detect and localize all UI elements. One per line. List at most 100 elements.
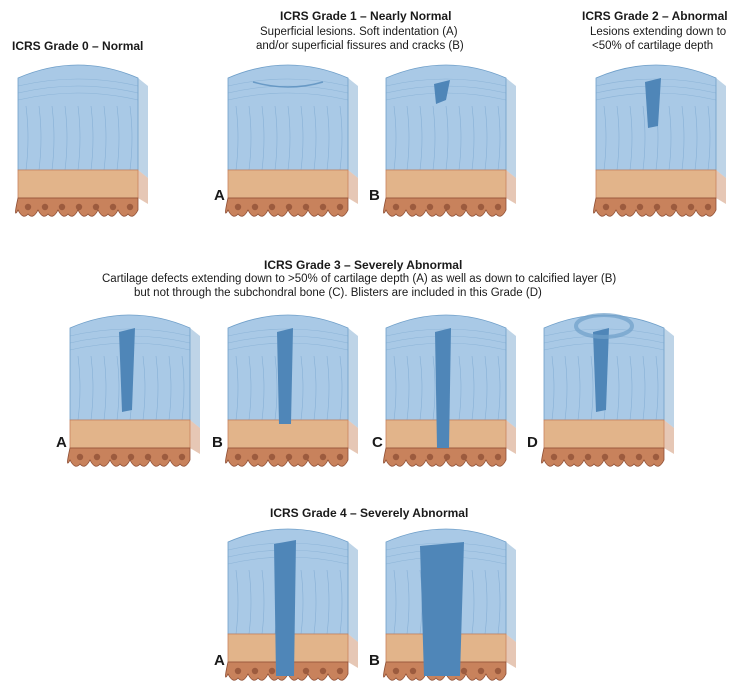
cartilage-fibre: [471, 569, 475, 635]
cartilage-fibre: [393, 355, 397, 421]
grade3-label-d: D: [527, 434, 538, 451]
bone-pore: [251, 203, 259, 211]
bone-pore: [302, 453, 310, 461]
cartilage-fibre: [103, 105, 107, 171]
bone-pore: [494, 203, 502, 211]
grade4-label-b: B: [369, 652, 380, 669]
surface-line: [17, 85, 139, 94]
bone-pore: [302, 203, 310, 211]
cartilage-fibre: [393, 105, 397, 171]
wide-full-thickness-defect: [420, 542, 464, 676]
bone-pore: [58, 203, 66, 211]
cartilage-fibre: [274, 105, 278, 171]
surface-line: [227, 78, 349, 87]
bone-pore: [319, 203, 327, 211]
cartilage-layer: [385, 64, 507, 171]
bone-pore: [443, 453, 451, 461]
bone-pore: [409, 453, 417, 461]
bone-pore: [251, 453, 259, 461]
bone-pore: [477, 667, 485, 675]
cartilage-fibre: [484, 569, 488, 635]
grade3c-block: [383, 314, 516, 467]
bone-pore: [494, 667, 502, 675]
full-thickness-defect: [274, 540, 296, 676]
bone-pore: [567, 453, 575, 461]
bone-pore: [601, 453, 609, 461]
cartilage-fibre: [458, 105, 462, 171]
cartilage-fibre: [445, 105, 449, 171]
bone-pore: [234, 203, 242, 211]
cartilage-fibre: [432, 105, 436, 171]
bone-pore: [75, 203, 83, 211]
calcified-layer: [543, 419, 665, 449]
calcified-side: [348, 420, 358, 454]
bone-pore: [687, 203, 695, 211]
cartilage-fibre: [551, 355, 555, 421]
bone-pore: [126, 203, 134, 211]
cartilage-fibre: [235, 105, 239, 171]
cartilage-fibre: [168, 355, 172, 421]
cartilage-fibre: [432, 355, 436, 421]
bone-pore: [336, 667, 344, 675]
cartilage-fibre: [616, 105, 620, 171]
defect-to-subchondral: [435, 328, 451, 448]
grade0-title: ICRS Grade 0 – Normal: [12, 39, 144, 53]
cartilage-side: [190, 328, 200, 428]
cartilage-fibre: [300, 569, 304, 635]
bone-pore: [234, 667, 242, 675]
grade3-desc-line2: but not through the subchondral bone (C)…: [134, 287, 542, 299]
calcified-layer: [385, 169, 507, 199]
bone-pore: [268, 453, 276, 461]
cartilage-fibre: [261, 569, 265, 635]
defect-gt50: [593, 328, 609, 412]
bone-pore: [41, 203, 49, 211]
bone-pore: [584, 453, 592, 461]
bone-pore: [161, 453, 169, 461]
cartilage-fibre: [655, 355, 659, 421]
cartilage-fibre: [406, 105, 410, 171]
bone-pore: [652, 453, 660, 461]
bone-pore: [426, 203, 434, 211]
bone-pore: [92, 203, 100, 211]
surface-line: [543, 328, 665, 337]
bone-pore: [392, 203, 400, 211]
surface-line: [17, 78, 139, 87]
cartilage-fibre: [497, 105, 501, 171]
cartilage-fibre: [129, 105, 133, 171]
cartilage-side: [506, 328, 516, 428]
cartilage-fibre: [339, 105, 343, 171]
bone-pore: [93, 453, 101, 461]
cartilage-side: [348, 78, 358, 178]
grade4-label-a: A: [214, 652, 225, 669]
bone-pore: [550, 453, 558, 461]
bone-pore: [24, 203, 32, 211]
grade1a-block: [225, 64, 358, 217]
grade0-block: [15, 64, 148, 217]
calcified-side: [348, 170, 358, 204]
calcified-side: [506, 634, 516, 668]
cartilage-fibre: [51, 105, 55, 171]
calcified-side: [506, 420, 516, 454]
soft-indentation: [252, 81, 324, 88]
cartilage-fibre: [25, 105, 29, 171]
cartilage-fibre: [339, 355, 343, 421]
surface-line: [385, 328, 507, 337]
defect-lt50: [645, 78, 661, 128]
cartilage-fibre: [694, 105, 698, 171]
cartilage-fibre: [142, 355, 146, 421]
bone-pore: [127, 453, 135, 461]
cartilage-fibre: [564, 355, 568, 421]
grade1-desc-line1: Superficial lesions. Soft indentation (A…: [260, 26, 458, 38]
cartilage-fibre: [248, 105, 252, 171]
grade3d-block: [541, 313, 674, 467]
cartilage-fibre: [235, 355, 239, 421]
surface-line: [69, 328, 191, 337]
cartilage-fibre: [629, 355, 633, 421]
cartilage-fibre: [300, 355, 304, 421]
bone-pore: [477, 453, 485, 461]
bone-pore: [144, 453, 152, 461]
defect-gt50: [119, 328, 135, 412]
calcified-side: [506, 170, 516, 204]
cartilage-fibre: [287, 105, 291, 171]
bone-pore: [670, 203, 678, 211]
